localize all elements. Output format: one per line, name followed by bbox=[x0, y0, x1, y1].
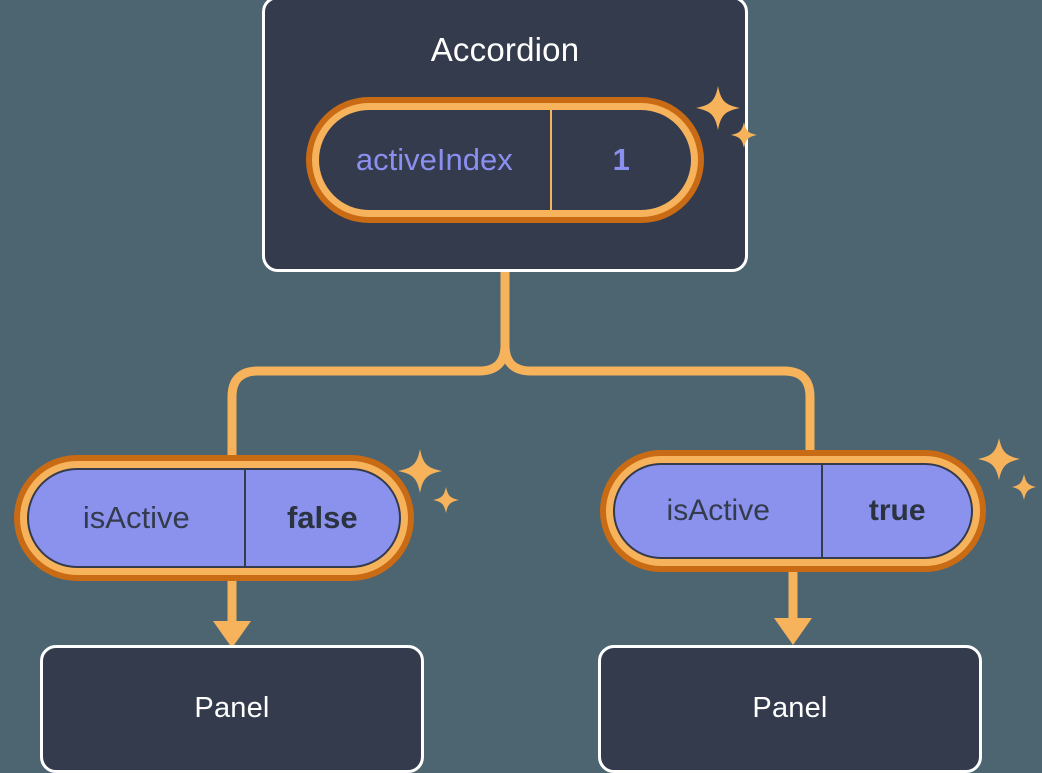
panel-card-title-right: Panel bbox=[752, 692, 828, 724]
state-value-active-index: 1 bbox=[549, 110, 691, 210]
state-pill-is-active-left[interactable]: isActive false bbox=[14, 455, 414, 581]
pill-ring: isActive false bbox=[20, 461, 408, 575]
pill-body: activeIndex 1 bbox=[319, 110, 691, 210]
pill-ring: isActive true bbox=[606, 456, 980, 566]
connector-branch-right bbox=[500, 344, 815, 456]
pill-body: isActive true bbox=[613, 463, 973, 559]
state-value-is-active-right: true bbox=[821, 465, 971, 557]
pill-ring: activeIndex 1 bbox=[312, 103, 698, 217]
arrow-left-pill-to-panel bbox=[213, 578, 251, 648]
panel-component-card-right[interactable]: Panel bbox=[598, 645, 982, 773]
connector-branch-left bbox=[227, 344, 510, 458]
pill-body: isActive false bbox=[27, 468, 401, 568]
state-value-is-active-left: false bbox=[243, 470, 399, 566]
arrow-right-pill-to-panel bbox=[774, 570, 812, 645]
panel-component-card-left[interactable]: Panel bbox=[40, 645, 424, 773]
state-pill-active-index[interactable]: activeIndex 1 bbox=[306, 97, 704, 223]
state-pill-is-active-right[interactable]: isActive true bbox=[600, 450, 986, 572]
state-key-active-index: activeIndex bbox=[355, 142, 513, 177]
state-key-is-active-left: isActive bbox=[82, 500, 190, 535]
state-key-is-active-right: isActive bbox=[666, 494, 770, 527]
accordion-card-title: Accordion bbox=[430, 31, 580, 68]
panel-card-title-left: Panel bbox=[194, 692, 270, 724]
